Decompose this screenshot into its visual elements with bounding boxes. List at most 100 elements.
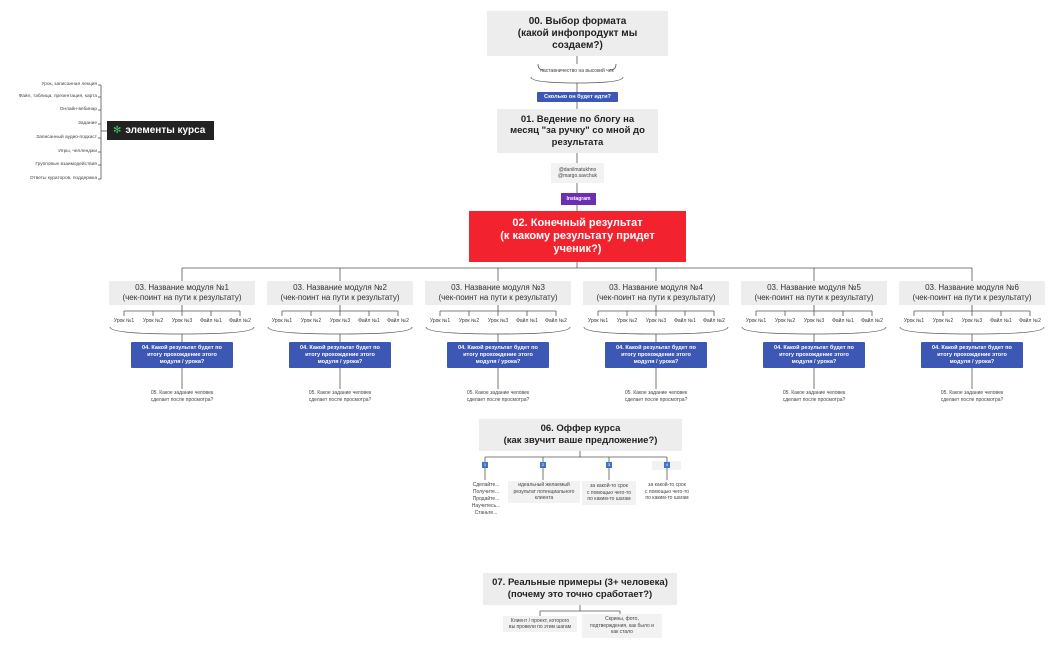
lesson-item[interactable]: Урок №3 <box>329 318 351 324</box>
lesson-item[interactable]: Урок №1 <box>745 318 767 324</box>
lesson-item[interactable]: Урок №1 <box>587 318 609 324</box>
offer-option[interactable]: идеальный желаемый результат потенциальн… <box>508 481 580 503</box>
lesson-item[interactable]: Файл №2 <box>229 318 251 324</box>
course-element-item[interactable]: Файл, таблица, презентация, карта <box>18 94 97 99</box>
offer-option[interactable]: за какой-то срок с помощью чего-то по ка… <box>582 481 636 505</box>
module-title: 03. Название модуля №3 (чек-поинт на пут… <box>438 283 558 302</box>
examples-right-node[interactable]: Скрины, фото, подтверждения, как было и … <box>582 614 662 638</box>
course-element-item[interactable]: Ответы кураторов, поддержка <box>29 176 97 181</box>
lesson-item[interactable]: Файл №1 <box>516 318 538 324</box>
offer-option[interactable]: за какой-то срок с помощью чего-то по ка… <box>644 482 689 501</box>
module-result-node[interactable]: 04. Какой результат будет по итогу прохо… <box>921 342 1023 368</box>
lesson-item[interactable]: Урок №2 <box>142 318 164 324</box>
accounts-node[interactable]: @danilmatukhno @margo.savchuk <box>551 163 604 183</box>
lesson-item[interactable]: Файл №2 <box>861 318 883 324</box>
offer-option[interactable]: Сделайте... Получите... Продайте... Науч… <box>471 482 501 516</box>
bracket-line <box>537 63 617 71</box>
module-node[interactable]: 03. Название модуля №3 (чек-поинт на пут… <box>425 281 571 305</box>
module-result-node[interactable]: 04. Какой результат будет по итогу прохо… <box>289 342 391 368</box>
offer-title: 06. Оффер курса (как звучит ваше предлож… <box>503 423 658 446</box>
lesson-item[interactable]: Урок №3 <box>803 318 825 324</box>
lesson-item[interactable]: Урок №3 <box>645 318 667 324</box>
lesson-item[interactable]: Урок №2 <box>616 318 638 324</box>
lesson-item[interactable]: Урок №3 <box>171 318 193 324</box>
module-task-note: 05. Какое задание человек сделает после … <box>940 390 1004 403</box>
module-title: 03. Название модуля №6 (чек-поинт на пут… <box>912 283 1032 302</box>
lesson-item[interactable]: Файл №2 <box>545 318 567 324</box>
lesson-item[interactable]: Урок №1 <box>271 318 293 324</box>
offer-badge-number: 4 <box>665 462 669 467</box>
product-node[interactable]: 01. Ведение по блогу на месяц "за ручку"… <box>497 109 658 153</box>
module-title: 03. Название модуля №4 (чек-поинт на пут… <box>596 283 716 302</box>
module-task-note: 05. Какое задание человек сделает после … <box>308 390 372 403</box>
bracket-line <box>267 326 413 335</box>
lesson-item[interactable]: Файл №2 <box>703 318 725 324</box>
lesson-item[interactable]: Урок №2 <box>774 318 796 324</box>
lesson-item[interactable]: Урок №2 <box>932 318 954 324</box>
result-title: 02. Конечный результат (к какому результ… <box>500 217 655 255</box>
lesson-item[interactable]: Урок №3 <box>487 318 509 324</box>
module-node[interactable]: 03. Название модуля №4 (чек-поинт на пут… <box>583 281 729 305</box>
module-result-node[interactable]: 04. Какой результат будет по итогу прохо… <box>605 342 707 368</box>
lesson-item[interactable]: Файл №1 <box>832 318 854 324</box>
module-result-node[interactable]: 04. Какой результат будет по итогу прохо… <box>447 342 549 368</box>
module-node[interactable]: 03. Название модуля №6 (чек-поинт на пут… <box>899 281 1045 305</box>
examples-node[interactable]: 07. Реальные примеры (3+ человека) (поче… <box>483 573 677 605</box>
lesson-item[interactable]: Урок №1 <box>903 318 925 324</box>
course-element-item[interactable]: Игры, челленджи <box>58 149 97 154</box>
examples-title: 07. Реальные примеры (3+ человека) (поче… <box>492 577 668 600</box>
bracket-line <box>583 326 729 335</box>
lesson-item[interactable]: Урок №3 <box>961 318 983 324</box>
offer-node[interactable]: 06. Оффер курса (как звучит ваше предлож… <box>479 419 682 451</box>
module-title: 03. Название модуля №5 (чек-поинт на пут… <box>754 283 874 302</box>
price-label-node[interactable]: Сколько он будет идти? <box>537 92 618 102</box>
module-node[interactable]: 03. Название модуля №5 (чек-поинт на пут… <box>741 281 887 305</box>
lesson-item[interactable]: Файл №1 <box>200 318 222 324</box>
module-node[interactable]: 03. Название модуля №1 (чек-поинт на пут… <box>109 281 255 305</box>
course-element-item[interactable]: Задание <box>77 121 97 126</box>
course-element-item[interactable]: Записанный аудио-подкаст <box>36 135 97 140</box>
offer-badge-icon[interactable] <box>482 462 488 468</box>
module-task-note: 05. Какое задание человек сделает после … <box>466 390 530 403</box>
module-title: 03. Название модуля №2 (чек-поинт на пут… <box>280 283 400 302</box>
offer-badge-icon[interactable] <box>664 462 670 468</box>
lesson-item[interactable]: Файл №2 <box>1019 318 1041 324</box>
offer-badge-icon[interactable] <box>606 462 612 468</box>
lesson-item[interactable]: Урок №1 <box>113 318 135 324</box>
course-element-item[interactable]: Групповые взаимодействия <box>35 162 97 167</box>
bracket-line <box>530 76 624 84</box>
bracket-line <box>899 326 1045 335</box>
format-title: 00. Выбор формата (какой инфопродукт мы … <box>517 15 638 51</box>
module-task-note: 05. Какое задание человек сделает после … <box>624 390 688 403</box>
offer-badge-number: 1 <box>483 462 487 467</box>
offer-badge-icon[interactable] <box>540 462 546 468</box>
lesson-item[interactable]: Файл №1 <box>358 318 380 324</box>
format-note: наставничество на высокий чек <box>540 68 614 74</box>
module-node[interactable]: 03. Название модуля №2 (чек-поинт на пут… <box>267 281 413 305</box>
bracket-line <box>109 326 255 335</box>
lesson-item[interactable]: Файл №1 <box>674 318 696 324</box>
module-result-node[interactable]: 04. Какой результат будет по итогу прохо… <box>763 342 865 368</box>
module-result-node[interactable]: 04. Какой результат будет по итогу прохо… <box>131 342 233 368</box>
format-node[interactable]: 00. Выбор формата (какой инфопродукт мы … <box>487 11 668 56</box>
module-task-note: 05. Какое задание человек сделает после … <box>782 390 846 403</box>
lesson-item[interactable]: Урок №2 <box>300 318 322 324</box>
lesson-item[interactable]: Урок №1 <box>429 318 451 324</box>
course-elements-node[interactable]: ✻ элементы курса <box>107 121 214 140</box>
offer-badge-number: 3 <box>607 462 611 467</box>
examples-left-node[interactable]: Клиент / проект, которого вы провели по … <box>503 616 577 632</box>
platform-tag[interactable]: Instagram <box>561 193 596 205</box>
bracket-line <box>741 326 887 335</box>
lesson-item[interactable]: Файл №1 <box>990 318 1012 324</box>
lesson-item[interactable]: Файл №2 <box>387 318 409 324</box>
module-task-note: 05. Какое задание человек сделает после … <box>150 390 214 403</box>
course-element-item[interactable]: Урок, записанная лекция <box>41 82 97 87</box>
course-element-item[interactable]: Онлайн-вебинар <box>59 107 97 112</box>
course-elements-title: элементы курса <box>125 125 206 136</box>
product-title: 01. Ведение по блогу на месяц "за ручку"… <box>510 113 645 148</box>
result-node[interactable]: 02. Конечный результат (к какому результ… <box>469 211 686 262</box>
bracket-line <box>425 326 571 335</box>
lesson-item[interactable]: Урок №2 <box>458 318 480 324</box>
offer-badge-number: 2 <box>541 462 545 467</box>
